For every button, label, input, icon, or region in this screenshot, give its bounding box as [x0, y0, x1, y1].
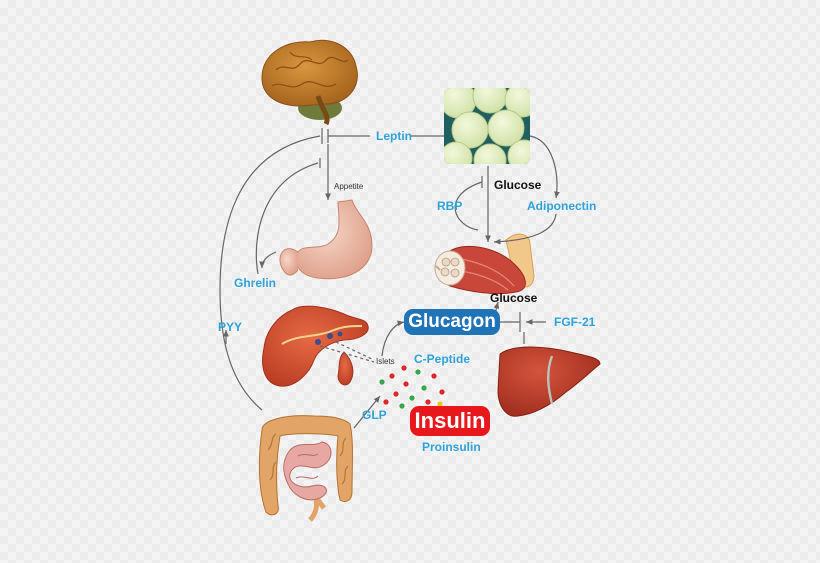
glucose-label-bottom: Glucose	[490, 291, 538, 305]
hormone-granules	[379, 365, 445, 409]
fgf21-label: FGF-21	[554, 315, 596, 329]
proinsulin-label: Proinsulin	[422, 440, 481, 454]
glucagon-badge: Glucagon	[404, 309, 500, 335]
appetite-label: Appetite	[334, 182, 364, 191]
muscle-illustration	[434, 233, 535, 295]
connector-lines	[219, 128, 560, 429]
glucose-label-top: Glucose	[494, 178, 542, 192]
rbp-label: RBP	[437, 199, 463, 213]
insulin-badge: Insulin	[410, 406, 490, 436]
adipose-tissue-illustration	[444, 88, 530, 164]
stomach-illustration	[279, 199, 373, 280]
insulin-label: Insulin	[414, 408, 486, 433]
brain-illustration	[261, 39, 358, 126]
glucagon-label: Glucagon	[408, 311, 496, 332]
pancreas-illustration	[262, 305, 369, 387]
intestine-illustration	[258, 415, 353, 522]
glp-label: GLP	[362, 408, 387, 422]
ghrelin-label: Ghrelin	[234, 276, 277, 290]
islets-label: Islets	[376, 357, 395, 366]
c-peptide-label: C-Peptide	[414, 352, 471, 366]
liver-illustration	[497, 346, 601, 417]
leptin-label: Leptin	[376, 129, 412, 143]
adiponectin-label: Adiponectin	[527, 199, 597, 213]
pyy-label: PYY	[218, 320, 243, 334]
